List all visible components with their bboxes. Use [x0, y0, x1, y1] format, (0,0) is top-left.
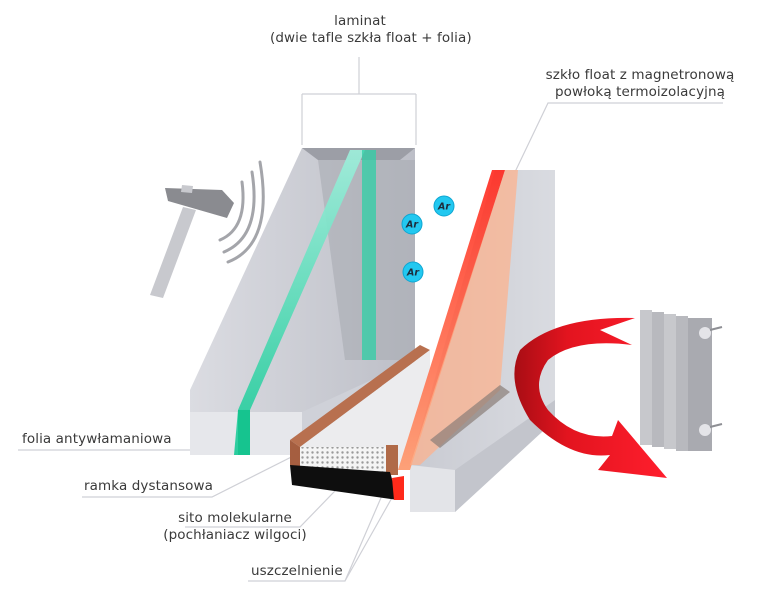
spacer-frame-right: [386, 445, 398, 475]
label-molecular-sieve: sito molekularne (pochłaniacz wilgoci): [150, 510, 320, 544]
curved-arrow-icon: [514, 317, 667, 478]
argon-symbol: Ar: [406, 268, 420, 279]
laminate-bracket: [301, 57, 417, 145]
molecular-sieve-line2: (pochłaniacz wilgoci): [163, 527, 307, 543]
radiator-icon: [640, 310, 723, 451]
thermal-coating: [398, 170, 505, 470]
coated-glass-line2: powłoką termoizolacyjną: [554, 84, 726, 100]
label-laminate: laminat (dwie tafle szkła float + folia): [270, 13, 472, 47]
seal-red: [392, 476, 404, 500]
molecular-sieve: [300, 447, 390, 472]
label-anti-burglary-foil: folia antywłamaniowa: [22, 431, 172, 447]
laminate-subtitle: (dwie tafle szkła float + folia): [270, 30, 472, 46]
sound-waves-icon: [218, 160, 265, 264]
spacer-frame: [290, 440, 300, 472]
argon-particle: Ar: [433, 195, 455, 217]
coated-glass-line1: szkło float z magnetronową: [545, 67, 735, 83]
coated-glass-pane: [398, 170, 555, 512]
argon-particles: Ar Ar Ar: [401, 195, 455, 283]
laminate-title: laminat: [334, 13, 386, 29]
hammer-icon: [150, 185, 234, 298]
label-spacer-frame: ramka dystansowa: [84, 478, 214, 494]
sealant: [290, 465, 398, 500]
argon-particle: Ar: [401, 213, 423, 235]
label-coated-glass: szkło float z magnetronową powłoką termo…: [520, 67, 760, 101]
argon-symbol: Ar: [405, 220, 419, 231]
label-seal: uszczelnienie: [251, 563, 343, 579]
molecular-sieve-line1: sito molekularne: [178, 510, 292, 526]
spacer-assembly: [290, 345, 430, 500]
argon-symbol: Ar: [437, 202, 451, 213]
argon-particle: Ar: [402, 261, 424, 283]
coated-glass-leader: [514, 102, 723, 173]
